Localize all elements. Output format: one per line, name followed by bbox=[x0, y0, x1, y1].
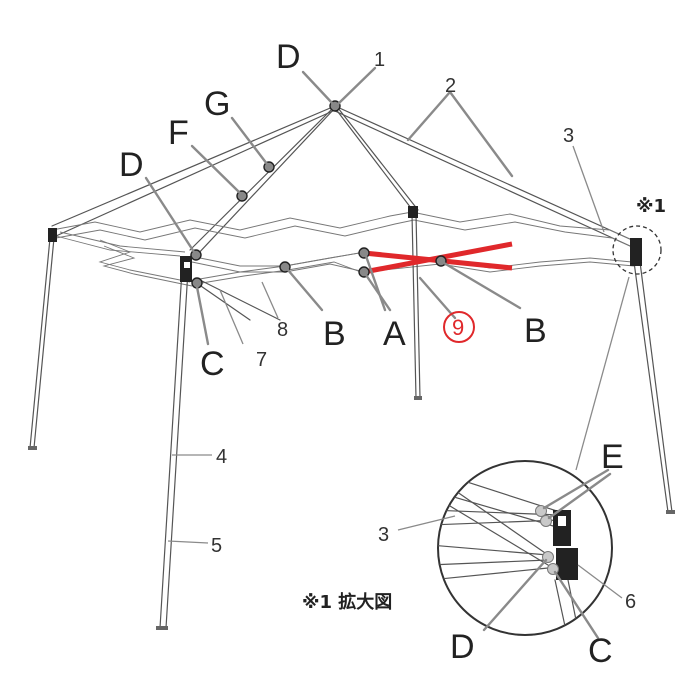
tent-frame bbox=[28, 105, 675, 630]
leader-lines bbox=[144, 66, 605, 544]
label-c-left: C bbox=[200, 345, 225, 383]
label-b-mid: B bbox=[323, 315, 346, 353]
label-4: 4 bbox=[216, 446, 227, 468]
label-9: 9 bbox=[452, 315, 464, 340]
label-f: F bbox=[168, 114, 189, 152]
label-ref-mark: ※1 bbox=[636, 196, 666, 217]
label-d-inset: D bbox=[450, 628, 475, 666]
label-5: 5 bbox=[211, 535, 222, 557]
label-3-inset: 3 bbox=[378, 524, 389, 546]
enlarged-caption: ※1 拡大図 bbox=[302, 591, 392, 613]
label-b-right: B bbox=[524, 312, 547, 350]
label-a: A bbox=[383, 315, 406, 353]
label-d-top: D bbox=[276, 38, 301, 76]
label-6: 6 bbox=[625, 591, 636, 613]
label-2: 2 bbox=[445, 75, 456, 97]
label-g: G bbox=[204, 85, 230, 123]
labels: D 1 2 G F 3 D ※1 C 7 8 B A 9 B 4 5 E 3 6… bbox=[119, 38, 666, 670]
label-d-left: D bbox=[119, 146, 144, 184]
label-8: 8 bbox=[277, 319, 288, 341]
label-c-inset: C bbox=[588, 632, 613, 670]
detail-marker-circle bbox=[612, 225, 662, 275]
label-7: 7 bbox=[256, 349, 267, 371]
circle-9 bbox=[443, 311, 475, 343]
label-1: 1 bbox=[374, 49, 385, 71]
label-e: E bbox=[601, 438, 624, 476]
label-3-top: 3 bbox=[563, 125, 574, 147]
enlarged-inset bbox=[397, 460, 623, 640]
